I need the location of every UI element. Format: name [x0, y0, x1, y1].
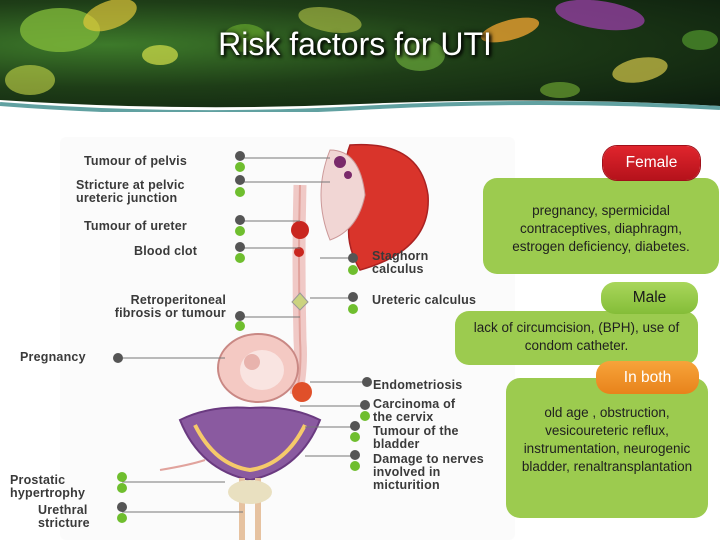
label-blood-clot: Blood clot [134, 244, 198, 258]
header-banner: Risk factors for UTI [0, 0, 720, 112]
label-tumour-of-bladder: Tumour of the bladder [373, 424, 459, 451]
bacteria-image [0, 0, 720, 112]
label-endometriosis: Endometriosis [373, 378, 463, 392]
label-damage-to-nerves: Damage to nerves involved in micturition [373, 452, 484, 492]
label-stricture-pelvic-ureteric: Stricture at pelvic ureteric junction [76, 178, 185, 205]
both-label: In both [596, 361, 699, 394]
page-title: Risk factors for UTI [218, 26, 492, 62]
label-ureteric-calculus: Ureteric calculus [372, 293, 477, 307]
female-label: Female [603, 146, 700, 180]
label-urethral-stricture: Urethral stricture [38, 503, 90, 530]
label-tumour-of-ureter: Tumour of ureter [84, 219, 187, 233]
both-risk-text: old age , obstruction, vesicoureteric re… [521, 405, 693, 474]
label-tumour-of-pelvis: Tumour of pelvis [84, 154, 187, 168]
label-pregnancy: Pregnancy [20, 350, 86, 364]
male-label: Male [601, 282, 698, 314]
both-risk-box: old age , obstruction, vesicoureteric re… [506, 378, 708, 518]
label-staghorn-calculus: Staghorn calculus [372, 249, 429, 276]
label-prostatic-hypertrophy: Prostatic hypertrophy [10, 473, 86, 500]
male-risk-box: lack of circumcision, (BPH), use of cond… [455, 311, 698, 365]
label-retroperitoneal-fibrosis: Retroperitoneal fibrosis or tumour [114, 293, 226, 320]
male-risk-text: lack of circumcision, (BPH), use of cond… [473, 320, 680, 353]
female-risk-box: pregnancy, spermicidal contraceptives, d… [483, 178, 719, 274]
female-risk-text: pregnancy, spermicidal contraceptives, d… [512, 203, 690, 254]
risk-markers [113, 151, 372, 523]
label-carcinoma-cervix: Carcinoma of the cervix [373, 397, 456, 424]
